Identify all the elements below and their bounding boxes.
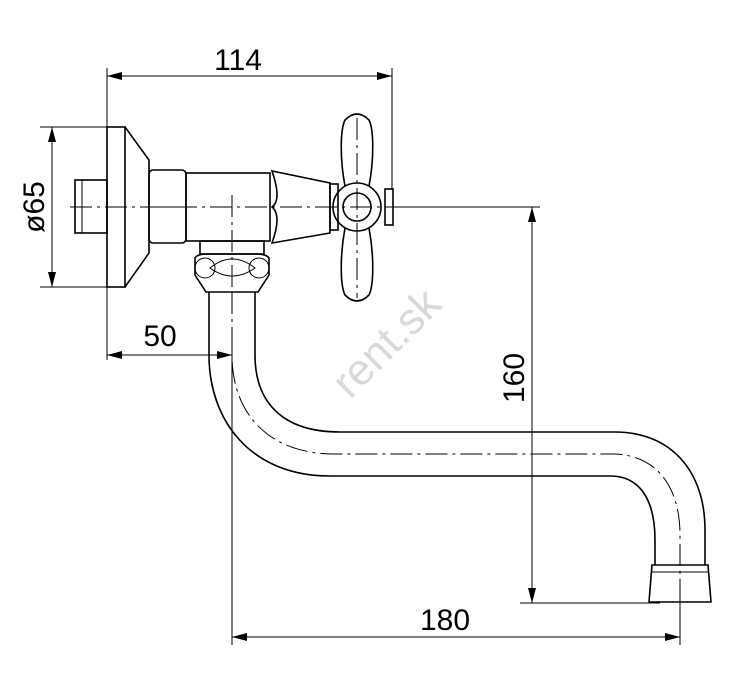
dimension-label-180: 180 [420, 604, 470, 637]
dimension-diameter-65: ø65 [18, 127, 56, 287]
spout-pipe [208, 292, 712, 603]
dimension-label-65: ø65 [18, 181, 51, 233]
swivel-coupling [194, 240, 270, 293]
watermark: rent.sk [322, 278, 451, 407]
dimension-114: 114 [107, 44, 392, 80]
dimension-50: 50 [107, 320, 232, 359]
dimension-160: 160 [498, 207, 536, 603]
dimension-label-114: 114 [214, 44, 262, 77]
dimension-label-50: 50 [143, 320, 176, 353]
dimension-label-160: 160 [498, 353, 531, 403]
center-lines [70, 118, 681, 608]
dimension-180: 180 [232, 604, 680, 641]
